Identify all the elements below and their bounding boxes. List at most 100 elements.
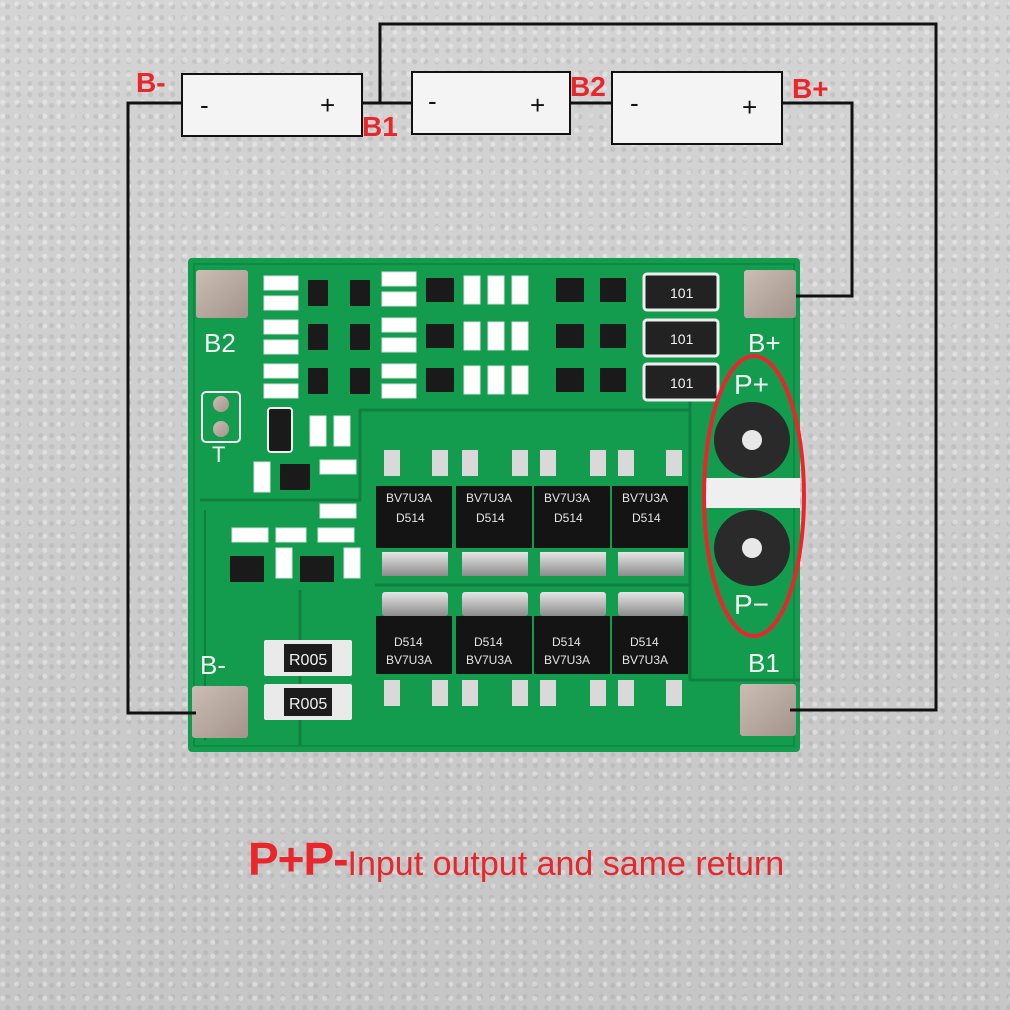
mosfet-tab <box>462 552 528 576</box>
resistor <box>381 271 417 287</box>
ic <box>426 324 454 348</box>
ic <box>556 278 584 302</box>
chip-resistor-label: 101 <box>670 331 694 347</box>
pad-b-minus <box>192 686 248 738</box>
mosfet-lead <box>666 680 682 706</box>
mosfet-lower-1: D514 BV7U3A <box>376 592 452 706</box>
mosfet-lower-4: D514 BV7U3A <box>612 592 688 706</box>
mosfet-lead <box>618 450 634 476</box>
battery-cell-2: - + <box>411 71 571 135</box>
capacitor-large <box>267 407 293 453</box>
mosfet-body <box>376 486 452 548</box>
battery-cell-body <box>411 71 571 135</box>
mosfet-lead <box>590 450 606 476</box>
chip-resistor <box>642 272 720 312</box>
trace-4 <box>688 400 800 682</box>
chip-resistor <box>642 362 720 402</box>
cell-neg-terminal: - <box>428 86 437 116</box>
mosfet-lead <box>540 450 556 476</box>
mosfet-code: D514 <box>632 511 661 525</box>
shunt-resistor-1-body <box>284 644 332 672</box>
caption: P+P-Input output and same return <box>248 832 784 886</box>
pcb-board: B2 B+ B- B1 T 101 <box>188 258 800 752</box>
shunt-resistor-1-label: R005 <box>289 652 327 669</box>
capacitor <box>333 415 351 447</box>
resistor <box>263 275 299 291</box>
resistor <box>381 291 417 307</box>
transistor <box>280 464 310 490</box>
transistor <box>230 556 264 582</box>
mosfet-lead <box>512 680 528 706</box>
capacitor <box>511 321 529 351</box>
mosfet-body <box>534 486 610 548</box>
mosfet-part-number: BV7U3A <box>622 653 668 667</box>
mosfet-lead <box>512 450 528 476</box>
cell-neg-terminal: - <box>200 90 209 120</box>
capacitor <box>463 365 481 395</box>
mosfet-upper-4: BV7U3A D514 <box>612 450 688 576</box>
pad-b2 <box>196 270 248 318</box>
capacitor <box>487 365 505 395</box>
pad-b1 <box>740 684 796 736</box>
mosfet-lead <box>666 450 682 476</box>
mosfet-body <box>612 616 688 674</box>
capacitor <box>511 275 529 305</box>
resistor <box>263 295 299 311</box>
mosfet-lead <box>462 680 478 706</box>
mosfet-body <box>456 486 532 548</box>
mosfet-part-number: BV7U3A <box>544 653 590 667</box>
chip-resistor-label: 101 <box>670 285 694 301</box>
cell-pos-terminal: + <box>530 90 545 120</box>
mosfet-tab <box>540 552 606 576</box>
capacitor <box>487 321 505 351</box>
cell-pos-terminal: + <box>320 90 335 120</box>
mosfet-body <box>534 616 610 674</box>
capacitor <box>463 321 481 351</box>
battery-cell-body <box>611 71 783 145</box>
battery-cell-body <box>181 73 363 137</box>
silk-label-p-minus: P− <box>734 589 769 620</box>
terminal-p-minus-hole <box>742 538 762 558</box>
transistor <box>308 280 328 306</box>
transistor <box>308 368 328 394</box>
terminal-p-plus-hole <box>742 430 762 450</box>
wire-label-b2: B2 <box>570 71 606 102</box>
resistor <box>381 337 417 353</box>
mosfet-lead <box>384 680 400 706</box>
mosfet-tab <box>540 592 606 616</box>
mosfet-upper-3: BV7U3A D514 <box>534 450 610 576</box>
ic <box>426 368 454 392</box>
mosfet-upper-1: BV7U3A D514 <box>376 450 452 576</box>
caption-bold: P+P- <box>248 833 349 885</box>
mosfet-code: D514 <box>396 511 425 525</box>
trace-1 <box>200 408 690 502</box>
mosfet-lead <box>462 450 478 476</box>
mosfet-code: D514 <box>630 635 659 649</box>
mosfet-tab <box>462 592 528 616</box>
shunt-resistor-2-label: R005 <box>289 696 327 713</box>
mosfet-code: D514 <box>552 635 581 649</box>
silk-label-t: T <box>212 442 225 467</box>
mosfet-tab <box>618 552 684 576</box>
wiring-lines <box>126 22 938 715</box>
silk-label-b1: B1 <box>748 648 780 678</box>
transistor <box>350 368 370 394</box>
component-row-3: 101 <box>263 362 720 402</box>
mosfet-lead <box>384 450 400 476</box>
mosfet-lead <box>540 680 556 706</box>
mosfet-lead <box>618 680 634 706</box>
silk-label-b-plus: B+ <box>748 328 781 358</box>
wire-b-plus <box>782 101 854 298</box>
mosfet-part-number: BV7U3A <box>544 491 590 505</box>
terminal-divider-strip <box>704 478 800 508</box>
chip-resistor <box>642 318 720 358</box>
p-terminal-highlight <box>702 354 806 638</box>
mosfet-body <box>612 486 688 548</box>
resistor <box>319 459 357 475</box>
resistor <box>231 527 269 543</box>
resistor <box>263 339 299 355</box>
wire-label-b-plus: B+ <box>792 73 829 104</box>
resistor <box>381 317 417 333</box>
ic <box>600 278 626 302</box>
